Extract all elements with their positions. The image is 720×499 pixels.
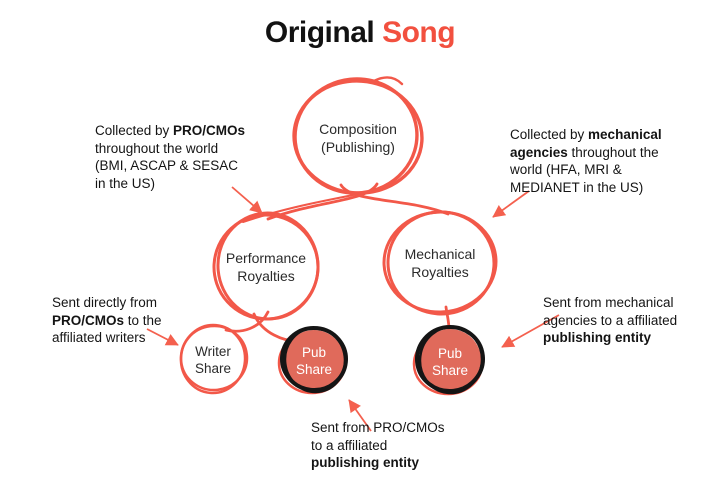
node-circle-writer-share [179,323,249,395]
annotation-collected-mechanical: Collected by mechanical agencies through… [510,127,662,195]
arrow-to-performance [231,186,263,214]
node-label-mechanical: Mechanical Royalties [404,246,476,280]
page-title: Original Song [0,16,720,50]
annotation-sent-pub-performance: Sent from PRO/CMOs to a affiliated publi… [311,420,445,470]
title-word-song: Song [382,16,456,49]
node-label-pubshare-performance: Pub Share [295,345,333,377]
arrow-to-mechanical [492,190,530,218]
node-label-composition: Composition (Publishing) [319,121,397,155]
node-label-pubshare-mechanical: Pub Share [431,346,469,378]
node-label-writer-share: Writer Share [194,344,232,376]
annotation-sent-pub-mechanical: Sent from mechanical agencies to a affil… [543,295,678,345]
arrow-to-writer-share [146,328,179,346]
node-label-performance: Performance Royalties [225,250,307,284]
arrow-to-pubshare-mechanical [501,314,560,348]
annotation-sent-writer: Sent directly from PRO/CMOs to the affil… [52,295,162,345]
annotation-collected-performance: Collected by PRO/CMOs throughout the wor… [95,123,246,191]
node-circle-pubshare-performance [277,325,348,395]
edge-composition-mechanical [339,183,450,216]
title-word-original: Original [264,16,375,49]
arrow-to-pubshare-performance [348,399,372,432]
node-circle-mechanical [382,210,498,316]
node-circle-pubshare-mechanical [412,324,485,396]
node-circle-composition [292,76,424,195]
node-circle-performance [212,211,320,321]
